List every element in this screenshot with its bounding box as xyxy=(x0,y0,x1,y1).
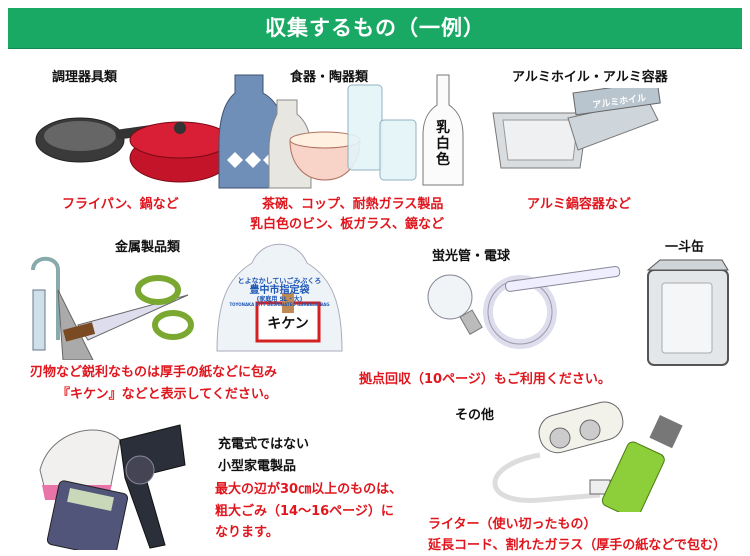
appliances-note-line-2: 粗大ごみ（14～16ページ）に xyxy=(215,504,394,519)
tableware-note-line-1: 茶碗、コップ、耐熱ガラス製品 xyxy=(262,197,444,212)
other-label: その他 xyxy=(455,408,495,423)
garbage-bag-illustration xyxy=(216,243,343,352)
bag-line-1: とよなかしていごみぶくろ xyxy=(237,277,322,285)
appliances-label-line-2: 小型家電製品 xyxy=(218,459,297,474)
appliances-note-line-1: 最大の辺が30㎝以上のものは、 xyxy=(215,482,403,497)
tableware-label: 食器・陶器類 xyxy=(290,70,369,85)
kiken-tag: キケン xyxy=(267,316,309,332)
tableware-note-line-2: 乳白色のビン、板ガラス、鏡など xyxy=(250,217,444,232)
page-title: 収集するもの（一例） xyxy=(8,8,742,48)
tableware-illustration: 乳白色 xyxy=(218,74,464,189)
metal-note-line-1: 刃物など鋭利なものは厚手の紙などに包み xyxy=(30,365,278,380)
aluminum-note: アルミ鍋容器など xyxy=(527,197,631,212)
square-can-illustration xyxy=(646,259,729,366)
cookware-note: フライパン、鍋など xyxy=(62,197,179,212)
aluminum-container-foil-illustration: アルミホイル xyxy=(492,88,661,169)
garbage-bag-text: とよなかしていごみぶくろ 豊中市指定袋 (家庭用 SL・大) TOYONAKA … xyxy=(212,277,347,308)
svg-text:乳白色: 乳白色 xyxy=(436,119,450,168)
bag-line-3: (家庭用 SL・大) xyxy=(256,295,303,303)
other-note-line-2: 延長コード、割れたガラス（厚手の紙などで包む） xyxy=(428,538,726,553)
metal-label: 金属製品類 xyxy=(115,240,181,255)
metal-note-line-2: 『キケン』などと表示してください。 xyxy=(57,387,277,402)
frying-pan-pot-illustration xyxy=(35,117,231,183)
lamps-note: 拠点回収（10ページ）もご利用ください。 xyxy=(359,372,611,387)
lamps-label: 蛍光管・電球 xyxy=(432,249,511,264)
cookware-label: 調理器具類 xyxy=(52,70,118,85)
metal-items-illustration xyxy=(31,256,194,360)
can-label: 一斗缶 xyxy=(665,240,705,255)
small-appliances-illustration xyxy=(39,424,186,550)
other-note-line-1: ライター（使い切ったもの） xyxy=(428,517,597,532)
bulb-fluorescent-illustration xyxy=(427,266,621,349)
power-strip-lighter-illustration xyxy=(492,401,683,512)
aluminum-label: アルミホイル・アルミ容器 xyxy=(512,70,668,85)
bag-line-4: TOYONAKA CITY DESIGNATED GARBAGE BAG xyxy=(229,302,330,308)
appliances-label-line-1: 充電式ではない xyxy=(218,437,310,452)
bag-line-2: 豊中市指定袋 xyxy=(249,285,310,297)
appliances-note-line-3: なります。 xyxy=(215,525,279,540)
